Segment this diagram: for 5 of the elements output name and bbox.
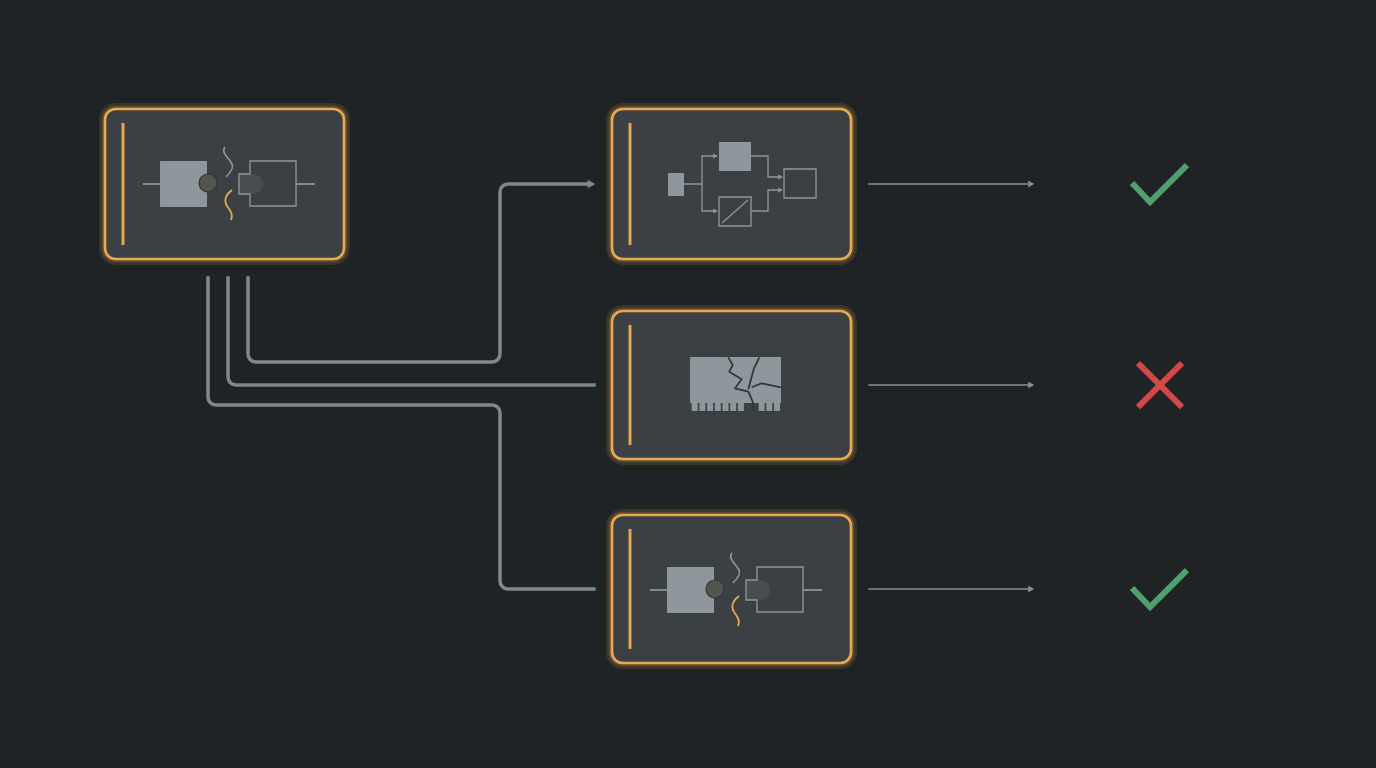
check-mark <box>1129 567 1190 612</box>
connector-line <box>226 276 596 387</box>
connector-line <box>206 276 596 591</box>
check-mark <box>1129 162 1190 207</box>
cross-mark <box>1135 360 1185 410</box>
